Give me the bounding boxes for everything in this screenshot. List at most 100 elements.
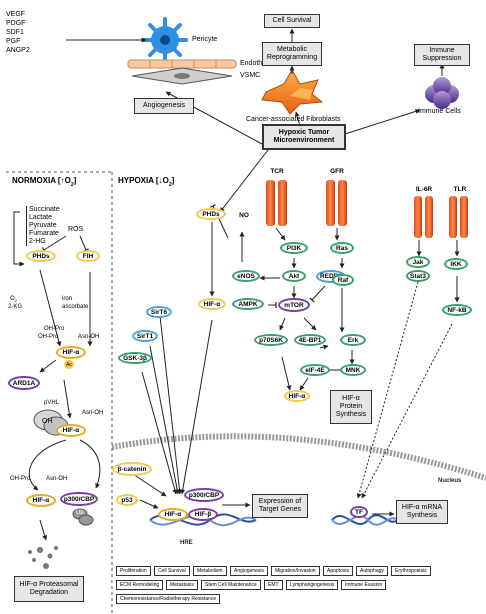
node-pi3k: PI3K [280,242,308,254]
metabolite-label: Succinate [29,206,60,213]
node-phds_n: PHDs [26,250,56,262]
outcome-label: Erythropoiesis [391,566,431,576]
oh-label: OH [42,418,53,425]
to-phds-arrow [219,149,269,213]
ascorbate-label: ascorbate [62,304,89,310]
node-4ebp1: 4E-BP1 [294,334,326,346]
node-ikk: IKK [444,258,468,270]
node-phds_h: PHDs [196,208,226,220]
node-no: NO [239,211,249,219]
immune-cells-label: Immune Cells [418,108,461,115]
o2-label: O2 [10,296,17,304]
normoxia-lines [13,211,101,541]
dna-helix-tf [331,514,399,526]
node-eif4e: eIF-4E [300,364,330,376]
metabolic-box: Metabolic Reprogramming [262,42,322,66]
node-erk: Erk [340,334,366,346]
acetyl-badge: Ac [64,360,74,369]
node-mtor: mTOR [278,298,310,312]
node-raf: Raf [332,274,354,286]
outcome-label: Metabolism [193,566,227,576]
protein-synthesis-box: HIF-α Protein Synthesis [330,390,372,424]
node-ampk: AMPK [232,298,264,310]
nuclear-membrane [111,433,486,481]
ros-label: ROS [68,226,84,233]
factor-label: SDF1 [6,29,24,36]
metabolite-label: Pyruvate [29,222,57,229]
node-hifa_n1: HIF-α [56,346,86,359]
label-hre: HRE [180,540,193,546]
cell-survival-box: Cell Survival [264,14,320,28]
ohpro-label: OH-Pro [38,334,59,340]
vsmc-icon [131,67,233,85]
outcome-label: Immune Evasion [341,580,387,590]
proteasome-fragments-icon [28,546,58,569]
node-hifa_n2: HIF-α [56,424,86,437]
outcome-label: Stem Cell Maintenance [201,580,261,590]
node-tlr: TLR [453,185,467,193]
hypoxic-box: Hypoxic Tumor Microenvironment [262,124,346,150]
to-immune-arrow [344,108,421,135]
degradation-box: HIF-α Proteasomal Degradation [14,576,84,602]
asnoh-label: Asn-OH [46,476,68,482]
signaling-arrows [209,204,460,391]
node-sirt1: SirT1 [132,330,158,342]
factor-label: VEGF [6,11,26,18]
metabolite-label: 2-HG [29,238,46,245]
metabolite-label: Lactate [29,214,52,221]
outcome-label: Lymphangiogenesis [286,580,339,590]
pvhl-label: pVHL [44,400,60,406]
tlr-receptor-icon [449,196,468,238]
node-enos: eNOS [232,270,260,282]
iron-label: iron [62,296,73,302]
target-genes-box: Expression of Target Genes [252,494,308,518]
to-fibroblasts-arrow [294,111,301,127]
node-fih: FIH [76,250,100,262]
pericyte-label: Pericyte [192,36,218,43]
asnoh-label: Asn-OH [82,410,104,416]
metabolite-label: Fumarate [29,230,59,237]
vsmc-label: VSMC [240,72,261,79]
outcome-label: Migration/Invasion [271,566,320,576]
ubiquitin-chain-icon [72,508,94,526]
endothelial-cells-icon [127,59,237,69]
mrna-synthesis-box: HIF-α mRNA Synthesis [396,500,448,524]
hypoxia-fan-lines [129,315,395,517]
outcome-label: Cell Survival [154,566,190,576]
outcome-label: Proliferation [116,566,151,576]
node-akt: Akt [282,270,306,282]
factor-label: ANGP2 [6,47,30,54]
asnoh-label: Asn-OH [78,334,100,340]
tcr-receptor-icon [266,180,287,226]
node-stat3: Stat3 [406,270,430,282]
node-jak: Jak [406,256,430,268]
normoxia-header: NORMOXIA [↑O2] [12,176,77,188]
outcome-label: EMT [264,580,283,590]
node-il6r: IL-6R [415,185,433,193]
outcome-label: Angiogenesis [230,566,269,576]
node-p300_n: p300/CBP [60,492,98,506]
node-ard1a: ARD1A [8,376,40,390]
node-p300_h: p300/CBP [184,488,224,502]
outcome-label: Metastasis [166,580,198,590]
node-p70s6k: p70S6K [254,334,288,346]
node-ras: Ras [330,242,354,254]
outcome-label: Chemoresistance/Radiotherapy Resistance [116,594,221,604]
hypoxia-header: HYPOXIA [↓O2] [118,176,175,188]
node-gsk3b: GSK-3β [118,352,152,364]
node-bcat: β-catenin [112,462,152,476]
ohpro-label: OH-Pro [44,326,65,332]
pericyte-icon [142,17,188,63]
immune-suppression-box: Immune Suppression [414,44,470,66]
angiogenesis-box: Angiogenesis [134,98,194,114]
outcome-label: Autophagy [356,566,388,576]
node-mnk: MNK [340,364,366,376]
label-nucleus: Nucleus [438,478,462,484]
ohpro-label: OH-Pro [10,476,31,482]
growth-factors-list: VEGF PDGF SDF1 PGF ANGP2 [6,10,30,55]
node-hifa_h: HIF-α [198,298,226,310]
node-hifa_n3: HIF-α [26,494,56,507]
kg-label: 2-KG [8,304,23,310]
node-nfkb: NF-kB [442,304,472,316]
metabolites-list: Succinate Lactate Pyruvate Fumarate 2-HG [26,206,60,246]
